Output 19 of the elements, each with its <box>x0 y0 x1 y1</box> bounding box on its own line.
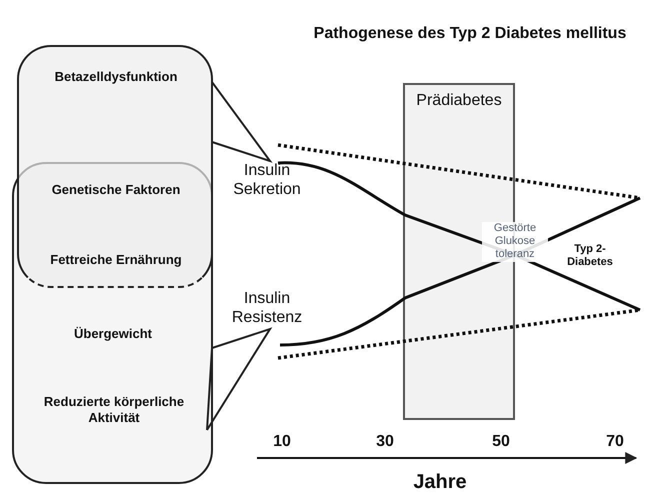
risk-factor: Fettreiche Ernährung <box>49 252 183 268</box>
axis-title: Jahre <box>412 470 468 494</box>
annotation-text: Typ 2-Diabetes <box>566 243 614 270</box>
annotation-text: Gestörte Glukose toleranz <box>482 222 548 262</box>
tick-label: 10 <box>272 432 292 452</box>
tick-label: 30 <box>375 432 395 452</box>
curve-label: Insulin Sekretion <box>228 161 306 201</box>
tick-label: 50 <box>491 432 511 452</box>
risk-factor: Übergewicht <box>72 326 153 342</box>
diagram-title: Pathogenese des Typ 2 Diabetes mellitus <box>312 24 628 44</box>
risk-factor: Reduzierte körperliche Aktivität <box>42 394 186 426</box>
callout-bubble <box>17 45 213 288</box>
tick-label: 70 <box>605 432 625 452</box>
callout-tail <box>206 327 272 431</box>
risk-factor: Genetische Faktoren <box>50 182 182 198</box>
risk-factor: Betazelldysfunktion <box>54 69 178 85</box>
band-title: Prädiabetes <box>415 91 503 110</box>
curve-label: Insulin Resistenz <box>228 289 306 329</box>
callout-tail <box>211 78 273 163</box>
